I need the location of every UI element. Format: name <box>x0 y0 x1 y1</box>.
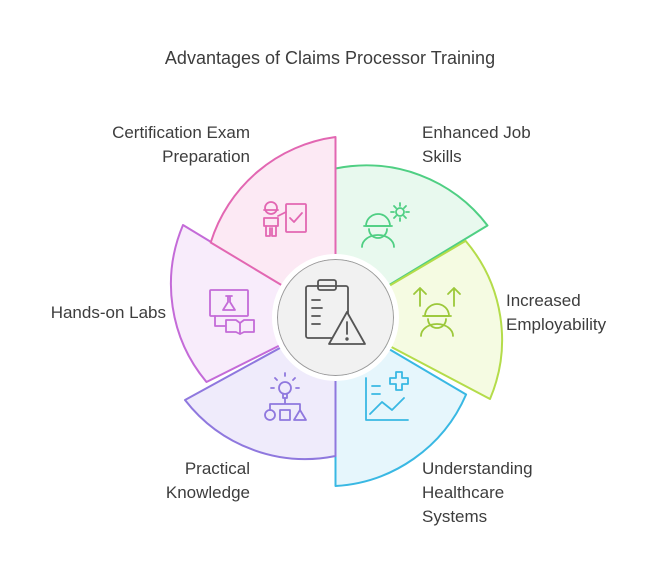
worker-arrows-up-icon <box>413 287 461 337</box>
segment-increased-employability <box>334 239 504 400</box>
diagram-title: Advantages of Claims Processor Training <box>164 48 496 68</box>
label-understanding-healthcare-systems: Understanding Healthcare Systems <box>422 459 533 526</box>
chart-medical-cross-icon <box>365 371 409 421</box>
label-hands-on-labs: Hands-on Labs <box>50 303 166 322</box>
person-checkboard-icon <box>263 201 307 237</box>
worker-gear-icon <box>361 202 410 248</box>
label-practical-knowledge: Practical Knowledge <box>165 459 250 502</box>
center-circle <box>277 259 394 376</box>
idea-shapes-icon <box>264 372 307 421</box>
clipboard-warning-icon <box>305 279 366 345</box>
segment-hands-on-labs <box>169 224 337 383</box>
label-increased-employability: Increased Employability <box>506 291 607 334</box>
label-certification-exam-preparation: Certification Exam Preparation <box>112 123 250 166</box>
screen-flask-book-icon <box>209 289 255 335</box>
label-enhanced-job-skills: Enhanced Job Skills <box>422 123 531 166</box>
